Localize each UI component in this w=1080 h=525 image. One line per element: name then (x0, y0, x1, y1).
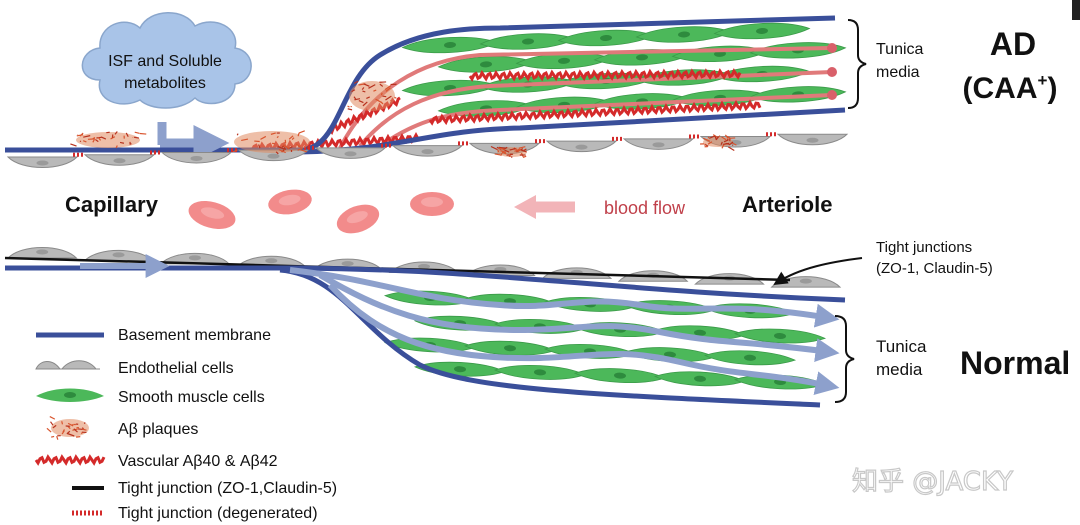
abeta-plaque (347, 80, 397, 111)
cloud-text-line2: metabolites (124, 75, 206, 92)
tunica-label-top-2: media (876, 64, 920, 81)
smooth-muscle-cell-icon (36, 388, 104, 402)
endothelial-cells-top (6, 133, 849, 168)
endothelial-cells-icon (35, 360, 100, 370)
smooth-muscle-cell (479, 33, 577, 50)
basement-membrane-normal-outer (279, 267, 821, 408)
tight-junction-pointer (773, 257, 863, 286)
legend: Basement membrane Endothelial cells Smoo… (34, 327, 337, 522)
abeta-plaque (232, 130, 310, 155)
capillary-label: Capillary (65, 192, 159, 217)
abeta-plaque-icon (46, 416, 89, 440)
tunica-bracket-top (847, 19, 867, 109)
normal-arteriole-wall (5, 254, 846, 408)
tight-junctions-degenerated-top (73, 132, 778, 157)
abeta-plaque (70, 131, 147, 149)
abeta-plaques (70, 80, 737, 159)
legend-label-basement: Basement membrane (118, 327, 271, 344)
tunica-label-bottom-1: Tunica (876, 337, 927, 356)
legend-label-smooth-muscle: Smooth muscle cells (118, 389, 265, 406)
ad-title: AD (990, 26, 1036, 62)
isf-cloud: ISF and Soluble metabolites (81, 12, 252, 109)
blood-flow-label: blood flow (604, 198, 686, 218)
legend-label-tight-junction: Tight junction (ZO-1,Claudin-5) (118, 480, 337, 497)
tunica-label-top-1: Tunica (876, 41, 924, 58)
isf-drainage-arrows (80, 254, 840, 395)
blood-flow-arrow (514, 195, 575, 219)
vascular-abeta-wave-icon (34, 454, 106, 466)
abeta-plaque (46, 416, 89, 440)
tunica-label-bottom-2: media (876, 360, 923, 379)
tight-junctions-label-1: Tight junctions (876, 239, 972, 256)
legend-label-plaques: Aβ plaques (118, 421, 198, 438)
arteriole-label: Arteriole (742, 192, 832, 217)
tight-junctions-label-2: (ZO-1, Claudin-5) (876, 260, 993, 277)
abeta-plaque (490, 145, 527, 159)
smooth-muscle-cell (703, 350, 797, 366)
smooth-muscle-cell (493, 365, 587, 380)
abeta-plaque (700, 134, 737, 152)
basement-membrane-ad-outer (5, 15, 836, 153)
ad-subtitle: (CAA+) (963, 71, 1058, 105)
legend-label-vascular-abeta: Vascular Aβ40 & Aβ42 (118, 453, 278, 470)
smooth-muscle-cell (573, 368, 667, 383)
smooth-muscle-cell (401, 79, 499, 97)
cloud-text-line1: ISF and Soluble (108, 53, 222, 70)
red-blood-cells (188, 189, 454, 234)
tunica-bracket-bottom (834, 315, 855, 403)
normal-title: Normal (960, 345, 1070, 381)
corner-tab (1072, 0, 1080, 20)
legend-label-endothelial: Endothelial cells (118, 360, 234, 377)
watermark: 知乎 @JACKY (852, 467, 1013, 497)
legend-label-tight-junction-degenerated: Tight junction (degenerated) (118, 505, 318, 522)
ad-arteriole-wall (5, 15, 847, 161)
basement-membrane-normal-inner (5, 265, 846, 303)
smooth-muscle-cell (401, 36, 499, 54)
smooth-muscle-cell (713, 22, 811, 40)
